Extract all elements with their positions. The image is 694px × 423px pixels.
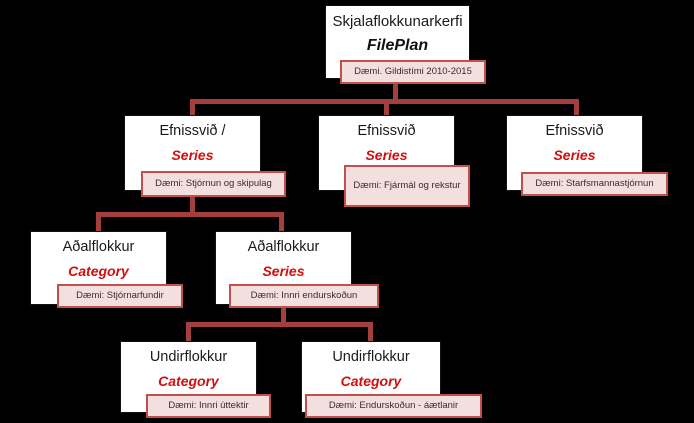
connector-drop-category-1 (96, 212, 101, 231)
node-series-4-title: Aðalflokkur (247, 239, 320, 255)
tag-subcategory-1-example: Dæmi: Innri úttektir (146, 394, 271, 418)
node-series-2-subtitle: Series (365, 146, 408, 163)
connector-drop-series-1 (190, 99, 195, 116)
node-series-3-subtitle: Series (553, 146, 596, 163)
node-subcategory-2-subtitle: Category (340, 372, 402, 389)
node-subcategory-1-subtitle: Category (158, 372, 219, 389)
node-fileplan-subtitle: FilePlan (366, 37, 429, 55)
tag-series-2-example: Dæmi: Fjármál og rekstur (344, 165, 470, 207)
connector-drop-subcategory-2 (368, 322, 373, 341)
tag-series-1-example: Dæmi: Stjórnun og skipulag (141, 171, 286, 197)
node-series-1-subtitle: Series (171, 146, 214, 163)
connector-drop-series-2 (384, 99, 389, 116)
tag-series-3-example: Dæmi: Starfsmannastjórnun (521, 172, 668, 196)
node-series-4[interactable]: Aðalflokkur Series (215, 231, 352, 305)
tag-fileplan-example: Dæmi. Gildistími 2010-2015 (340, 60, 486, 84)
node-category-1-subtitle: Category (68, 262, 129, 279)
tag-series-4-example: Dæmi: Innri endurskoðun (229, 284, 379, 308)
node-series-4-subtitle: Series (262, 262, 305, 279)
connector-series4-stem (281, 305, 286, 326)
connector-drop-series-4 (279, 212, 284, 231)
node-category-1-title: Aðalflokkur (62, 239, 135, 255)
connector-level3-trunk (96, 212, 284, 217)
node-series-3-title: Efnissvið (545, 123, 604, 139)
connector-level4-trunk (186, 322, 373, 327)
connector-series1-stem (190, 190, 195, 214)
node-series-1-title: Efnissvið / (159, 123, 226, 139)
tag-category-1-example: Dæmi: Stjórnarfundir (57, 284, 183, 308)
tag-subcategory-2-example: Dæmi: Endurskoðun - áætlanir (305, 394, 482, 418)
connector-drop-subcategory-1 (186, 322, 191, 341)
connector-root-stem (393, 78, 398, 101)
node-subcategory-1-title: Undirflokkur (149, 349, 228, 365)
node-fileplan-title: Skjalaflokkunarkerfi (332, 13, 463, 30)
connector-drop-series-3 (574, 99, 579, 116)
node-subcategory-2-title: Undirflokkur (332, 349, 410, 365)
node-series-2-title: Efnissvið (357, 123, 416, 139)
